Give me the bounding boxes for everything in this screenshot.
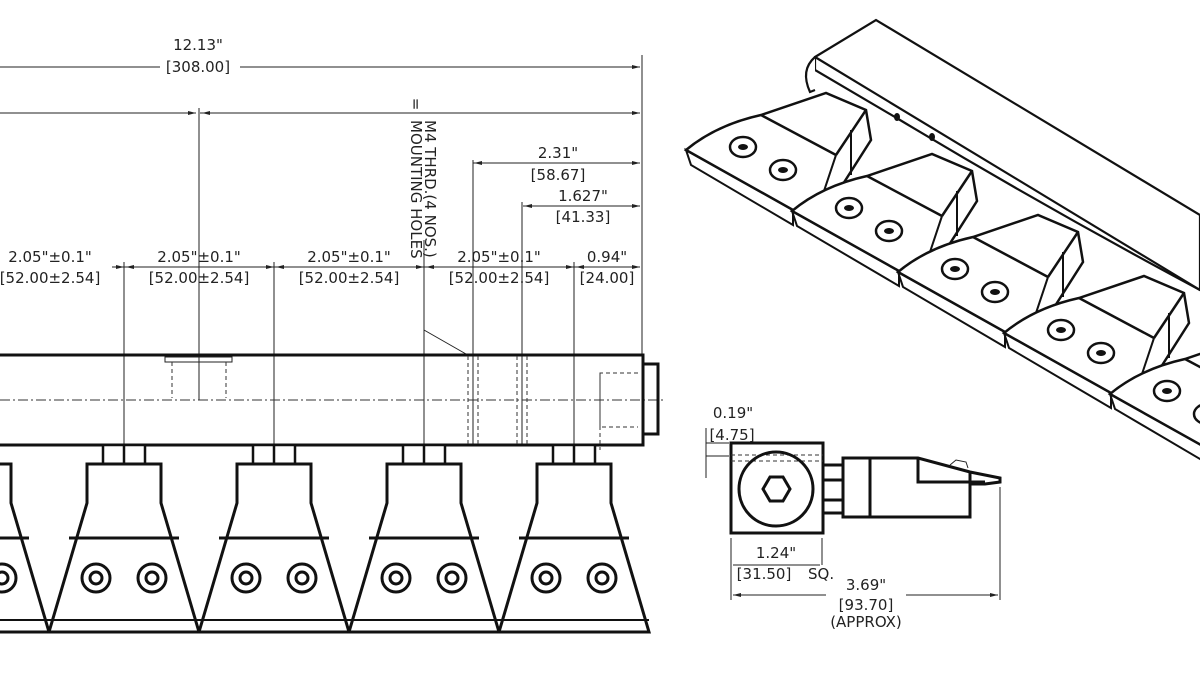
offset-dim-in: 0.19" bbox=[713, 404, 753, 422]
hole-dim-2-mm: [41.33] bbox=[556, 208, 611, 226]
pitch-dim-mm: [52.00±2.54] bbox=[0, 269, 100, 287]
pitch-dim: 2.05"±0.1" [52.00±2.54] bbox=[149, 248, 250, 287]
length-dim-in: 3.69" bbox=[846, 576, 886, 594]
pitch-dim: 2.05"±0.1" [52.00±2.54] bbox=[449, 248, 550, 287]
pitch-dim-mm: [52.00±2.54] bbox=[149, 269, 250, 287]
overall-length-in: 12.13" bbox=[173, 36, 223, 54]
hole-dim-1-in: 2.31" bbox=[538, 144, 578, 162]
end-dim-mm: [24.00] bbox=[580, 269, 635, 287]
pitch-dimensions: 2.05"±0.1" [52.00±2.54] 2.05"±0.1" [52.0… bbox=[0, 248, 640, 445]
pitch-dim: 2.05"±0.1" [52.00±2.54] bbox=[0, 248, 112, 287]
square-dim-suffix: SQ. bbox=[808, 565, 834, 583]
mounting-note-line2: MOUNTING HOLES bbox=[407, 120, 425, 259]
end-dim: 0.94" [24.00] bbox=[580, 248, 635, 287]
side-view: 0.19" [4.75] 1.24" [31.50] SQ. 3.69" [93… bbox=[705, 404, 1002, 631]
pitch-dim-in: 2.05"±0.1" bbox=[307, 248, 391, 266]
mounting-holes-note: M4 THRD.(4 NOS.) MOUNTING HOLES bbox=[407, 120, 467, 355]
end-dim-in: 0.94" bbox=[587, 248, 627, 266]
isometric-view bbox=[683, 18, 1200, 461]
equal-mark: = bbox=[407, 98, 425, 111]
hole-dim-2-in: 1.627" bbox=[558, 187, 608, 205]
hole-dim-1-mm: [58.67] bbox=[531, 166, 586, 184]
pitch-dim-mm: [52.00±2.54] bbox=[449, 269, 550, 287]
iso-outlet bbox=[683, 91, 873, 227]
mounting-note-line1: M4 THRD.(4 NOS.) bbox=[421, 120, 439, 258]
overall-length-mm: [308.00] bbox=[166, 58, 230, 76]
outlet bbox=[0, 462, 52, 634]
overall-length-dimension: 12.13" [308.00] bbox=[0, 36, 643, 360]
hex-socket-icon bbox=[761, 475, 792, 503]
hole-dimension-1: 2.31" [58.67] bbox=[472, 144, 640, 445]
outlet bbox=[496, 443, 652, 634]
outlet bbox=[346, 443, 502, 634]
pitch-dim-in: 2.05"±0.1" bbox=[457, 248, 541, 266]
outlets bbox=[0, 443, 652, 634]
offset-dim-mm: [4.75] bbox=[709, 426, 754, 444]
hole-dimension-2: 1.627" [41.33] bbox=[521, 187, 640, 445]
pitch-dim-in: 2.05"±0.1" bbox=[157, 248, 241, 266]
outlet bbox=[46, 443, 202, 634]
square-dim-in: 1.24" bbox=[756, 544, 796, 562]
manifold-bar bbox=[0, 353, 665, 450]
pitch-dim: 2.05"±0.1" [52.00±2.54] bbox=[299, 248, 400, 287]
length-dim-note: (APPROX) bbox=[830, 613, 902, 631]
iso-outlet bbox=[1107, 352, 1200, 461]
square-dim-mm: [31.50] bbox=[737, 565, 792, 583]
iso-outlet bbox=[895, 213, 1085, 349]
outlet bbox=[196, 443, 352, 634]
pitch-dim-in: 2.05"±0.1" bbox=[8, 248, 92, 266]
iso-outlet bbox=[789, 152, 979, 288]
pitch-dim-mm: [52.00±2.54] bbox=[299, 269, 400, 287]
half-length-dimension: = bbox=[0, 98, 640, 400]
length-dim-mm: [93.70] bbox=[839, 596, 894, 614]
